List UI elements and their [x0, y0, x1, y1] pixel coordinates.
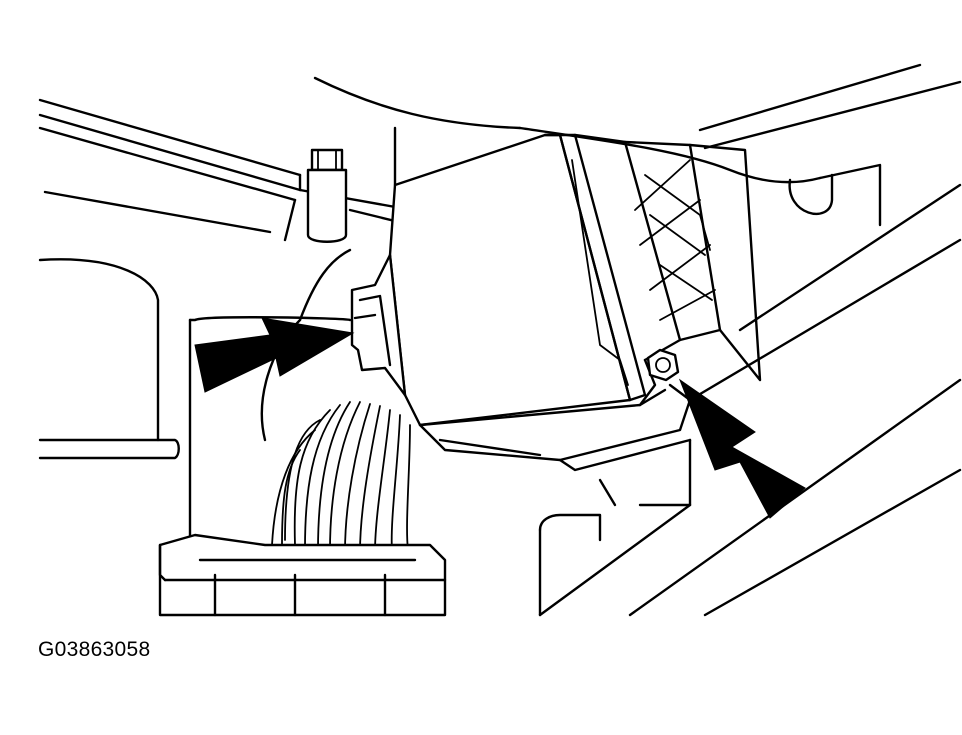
module-connector	[350, 253, 407, 397]
figure-id-label: G03863058	[38, 638, 151, 661]
left-pointer-arrow	[194, 317, 355, 393]
module-housing	[388, 133, 682, 427]
left-wall-outline	[38, 248, 352, 547]
harness-connector-housing	[158, 533, 447, 617]
wire-harness	[271, 401, 411, 553]
right-side-panels	[538, 183, 962, 617]
right-pointer-arrow	[678, 378, 806, 519]
module-nut	[646, 348, 680, 382]
vent-grille	[623, 140, 762, 382]
upper-bracket-rails	[38, 98, 442, 242]
mounting-bolt	[306, 148, 348, 243]
